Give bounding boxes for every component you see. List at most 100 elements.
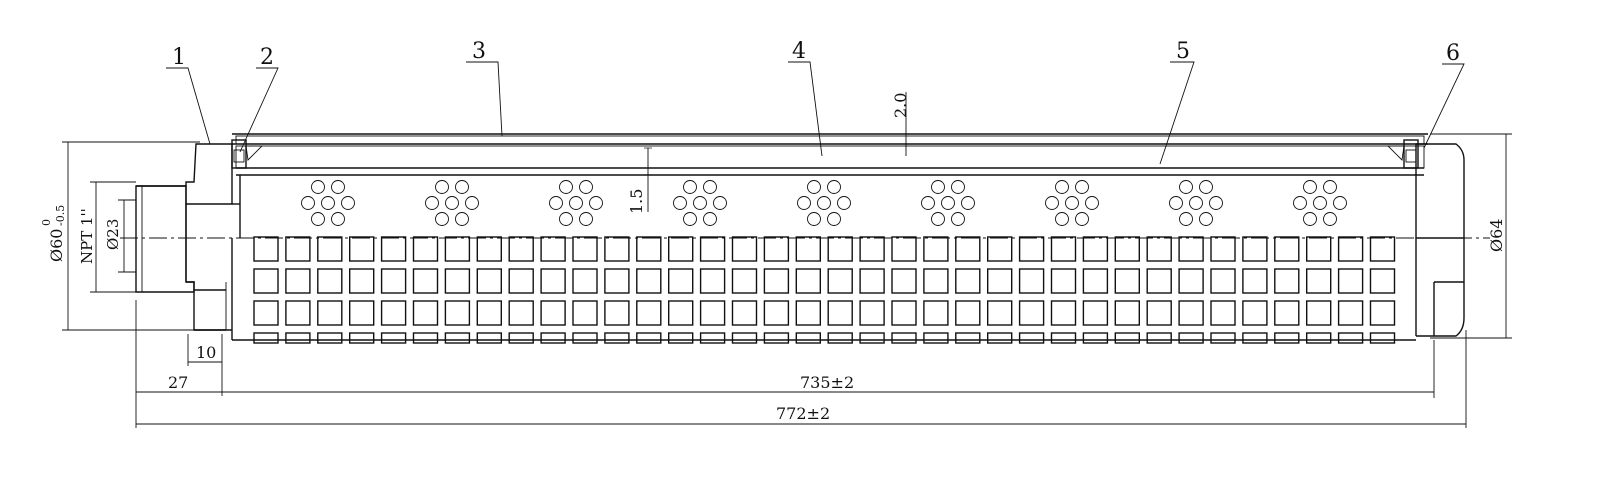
mesh-cell — [1337, 300, 1364, 326]
mesh-cell — [349, 236, 375, 262]
mesh-cell — [699, 332, 726, 344]
mesh-cell — [699, 300, 726, 326]
perforation-hole — [1179, 212, 1193, 226]
dim-outer-diameter-lower: -0.5 — [54, 205, 67, 226]
dim-wall-outer: 2.0 — [891, 93, 910, 118]
mesh-cell — [699, 268, 726, 294]
mesh-cell — [636, 268, 662, 294]
length-dims — [135, 300, 1467, 428]
mesh-cell — [1337, 268, 1364, 294]
mesh-cell — [253, 332, 279, 344]
dim-wall-inner-lines — [644, 147, 652, 212]
perforation-hole — [921, 196, 935, 210]
mesh-cell — [317, 332, 343, 344]
mesh-cell — [636, 236, 662, 262]
mesh-cell — [827, 268, 853, 294]
mesh-cell — [444, 300, 471, 326]
mesh-cell — [317, 268, 343, 294]
mesh-cell — [1274, 268, 1300, 294]
mesh-cell — [795, 236, 821, 262]
mesh-cell — [380, 300, 407, 326]
mesh-cell — [380, 236, 407, 262]
mesh-cell — [923, 300, 949, 326]
mesh-cell — [668, 268, 694, 294]
mesh-cell — [987, 236, 1013, 262]
mesh-cell — [317, 300, 343, 326]
dim-wall-inner: 1.5 — [627, 189, 646, 214]
mesh-cell — [795, 332, 821, 344]
perforation-hole — [837, 196, 851, 210]
mesh-cell — [955, 332, 981, 344]
mesh-cell — [1274, 236, 1300, 262]
perforation-hole — [807, 180, 821, 194]
part-number-5: 5 — [1176, 39, 1190, 64]
mesh-cell — [604, 332, 630, 344]
mesh-cell — [1369, 268, 1396, 294]
mesh-cell — [349, 332, 375, 344]
part-leaders — [166, 61, 1465, 165]
perforation-hole — [693, 196, 707, 210]
perforation-hole — [435, 180, 449, 194]
part-number-6: 6 — [1446, 41, 1460, 66]
mesh-cell — [955, 236, 981, 262]
mesh-cell — [349, 268, 375, 294]
mesh-cell — [763, 236, 790, 262]
mesh-cell — [1242, 332, 1268, 344]
mesh-cell — [1305, 332, 1332, 344]
perforation-hole — [1313, 196, 1327, 210]
mesh-cell — [795, 268, 821, 294]
mesh-cell — [476, 332, 502, 344]
mesh-cell — [476, 300, 502, 326]
mesh-cell — [1018, 236, 1045, 262]
mesh-cell — [763, 332, 790, 344]
mesh-cell — [508, 332, 534, 344]
mesh-cell — [987, 332, 1013, 344]
mesh-cell — [987, 268, 1013, 294]
mesh-cell — [1305, 300, 1332, 326]
mesh-cell — [891, 268, 917, 294]
left-diameter-dims — [62, 141, 200, 331]
perforation-hole — [703, 212, 717, 226]
mesh-cell — [285, 300, 311, 326]
perforation-hole — [683, 180, 697, 194]
mesh-cell — [1210, 236, 1236, 262]
core-body — [231, 238, 1416, 341]
mesh-cell — [668, 300, 694, 326]
mesh-cell — [253, 300, 279, 326]
perforation-hole — [1075, 212, 1089, 226]
perforation-hole — [1303, 212, 1317, 226]
perforation-hole — [1189, 196, 1203, 210]
mesh-cell — [731, 268, 758, 294]
mesh-cell — [572, 236, 598, 262]
perforation-hole — [931, 180, 945, 194]
mesh-cell — [1146, 236, 1172, 262]
dim-outer-diameter-upper: 0 — [40, 219, 53, 226]
mesh-cell — [1242, 268, 1268, 294]
mesh-cell — [1082, 332, 1109, 344]
part-number-4: 4 — [792, 39, 806, 64]
mesh-cell — [1146, 332, 1172, 344]
mesh-cell — [699, 236, 726, 262]
perforation-hole — [455, 212, 469, 226]
mesh-cell — [572, 332, 598, 344]
mesh-cell — [1274, 332, 1300, 344]
perforation-hole — [1199, 212, 1213, 226]
mesh-cell — [827, 236, 853, 262]
perforation-hole — [1323, 212, 1337, 226]
perforation-hole — [445, 196, 459, 210]
perforation-hole — [1333, 196, 1347, 210]
mesh-cell — [1114, 236, 1141, 262]
perforation-hole — [341, 196, 355, 210]
perforation-hole — [1323, 180, 1337, 194]
square-mesh — [253, 236, 1396, 344]
perforation-hole — [713, 196, 727, 210]
mesh-cell — [636, 332, 662, 344]
perforation-hole — [569, 196, 583, 210]
mesh-cell — [1018, 332, 1045, 344]
mesh-cell — [1146, 268, 1172, 294]
mesh-cell — [572, 268, 598, 294]
mesh-cell — [1369, 332, 1396, 344]
mesh-cell — [827, 332, 853, 344]
perforation-hole — [435, 212, 449, 226]
